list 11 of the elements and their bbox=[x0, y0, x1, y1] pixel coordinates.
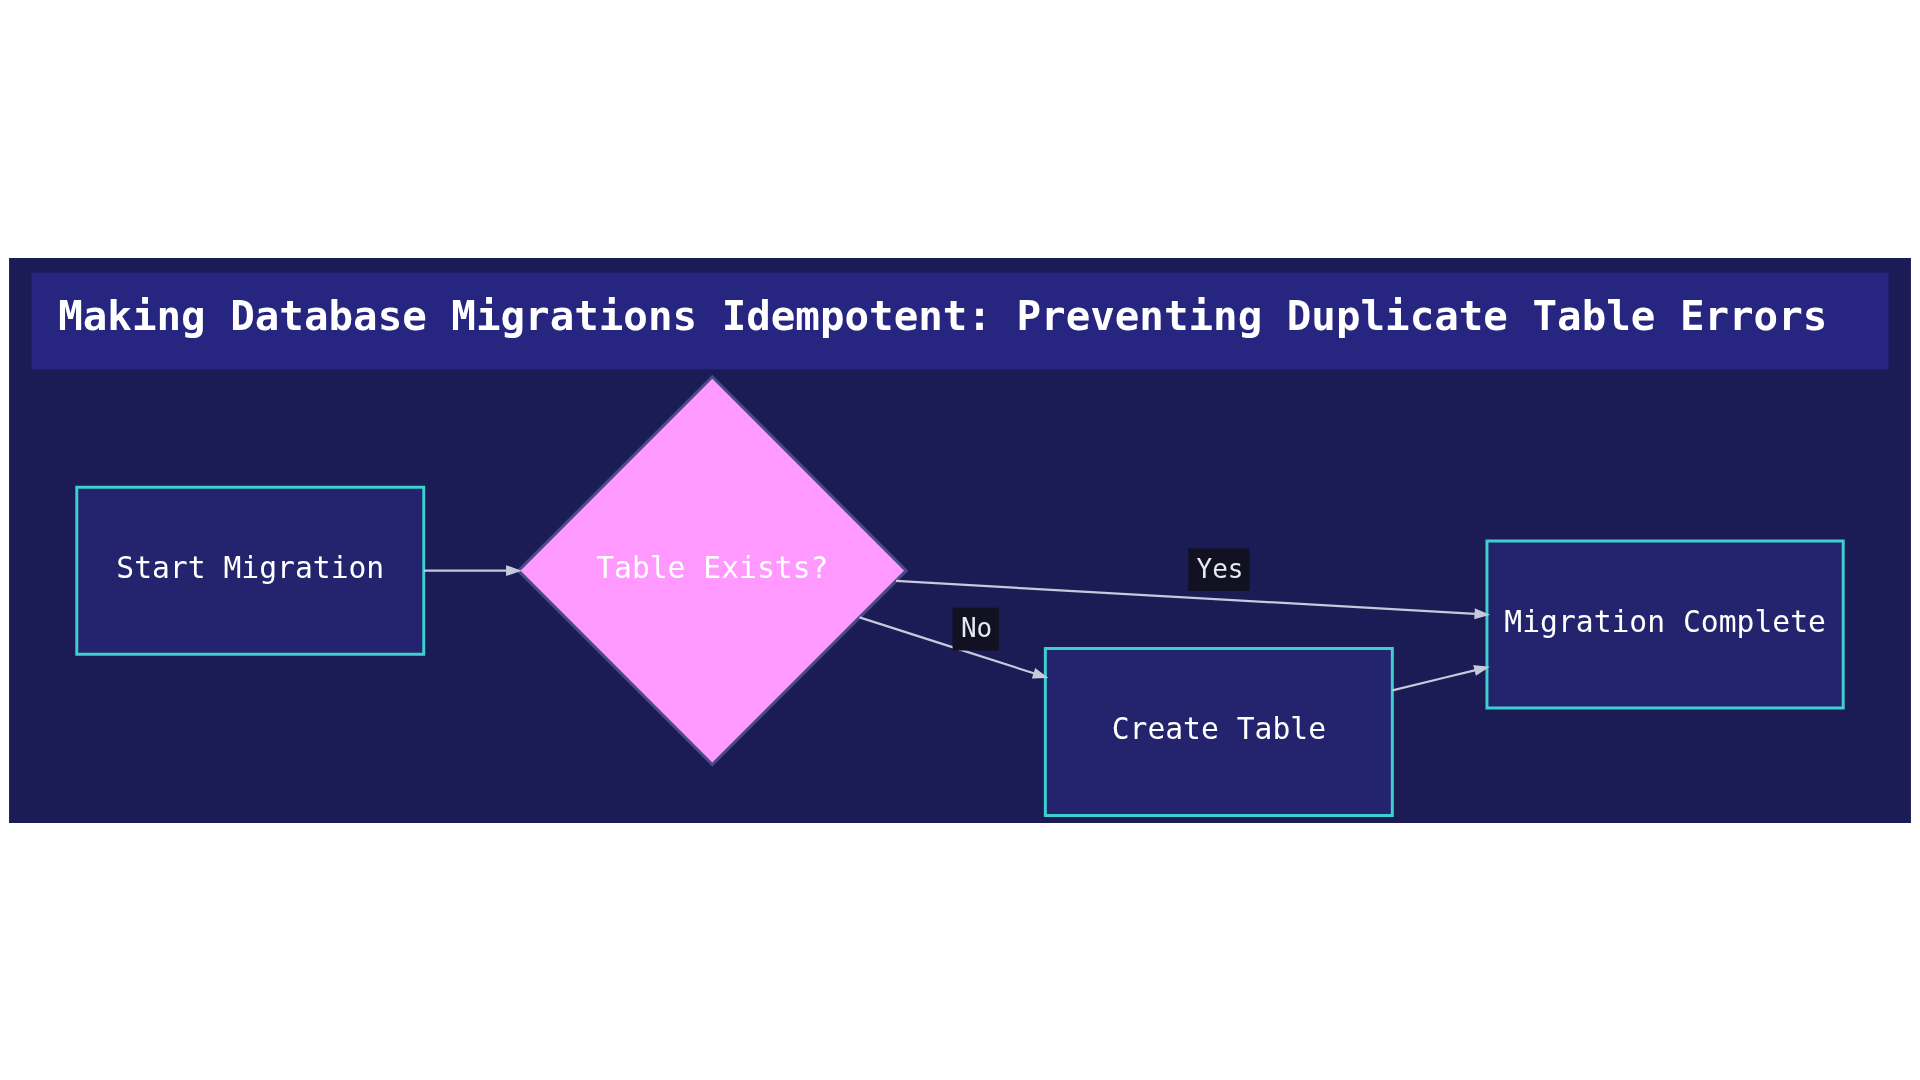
arrow bbox=[424, 564, 522, 576]
node-box: Start Migration bbox=[75, 485, 426, 656]
arrow bbox=[1392, 664, 1490, 691]
node-box: Migration Complete bbox=[1485, 538, 1845, 709]
node-diamond: Table Exists? bbox=[516, 374, 909, 767]
arrow bbox=[895, 579, 1491, 619]
node-box: Create Table bbox=[1043, 646, 1394, 817]
edge-label: No bbox=[960, 612, 993, 643]
arrow bbox=[859, 615, 1049, 678]
diagram-title: Making Database Migrations Idempotent: Preventing Duplicate Table Errors bbox=[58, 291, 1828, 340]
edge-label: Yes bbox=[1196, 553, 1244, 584]
